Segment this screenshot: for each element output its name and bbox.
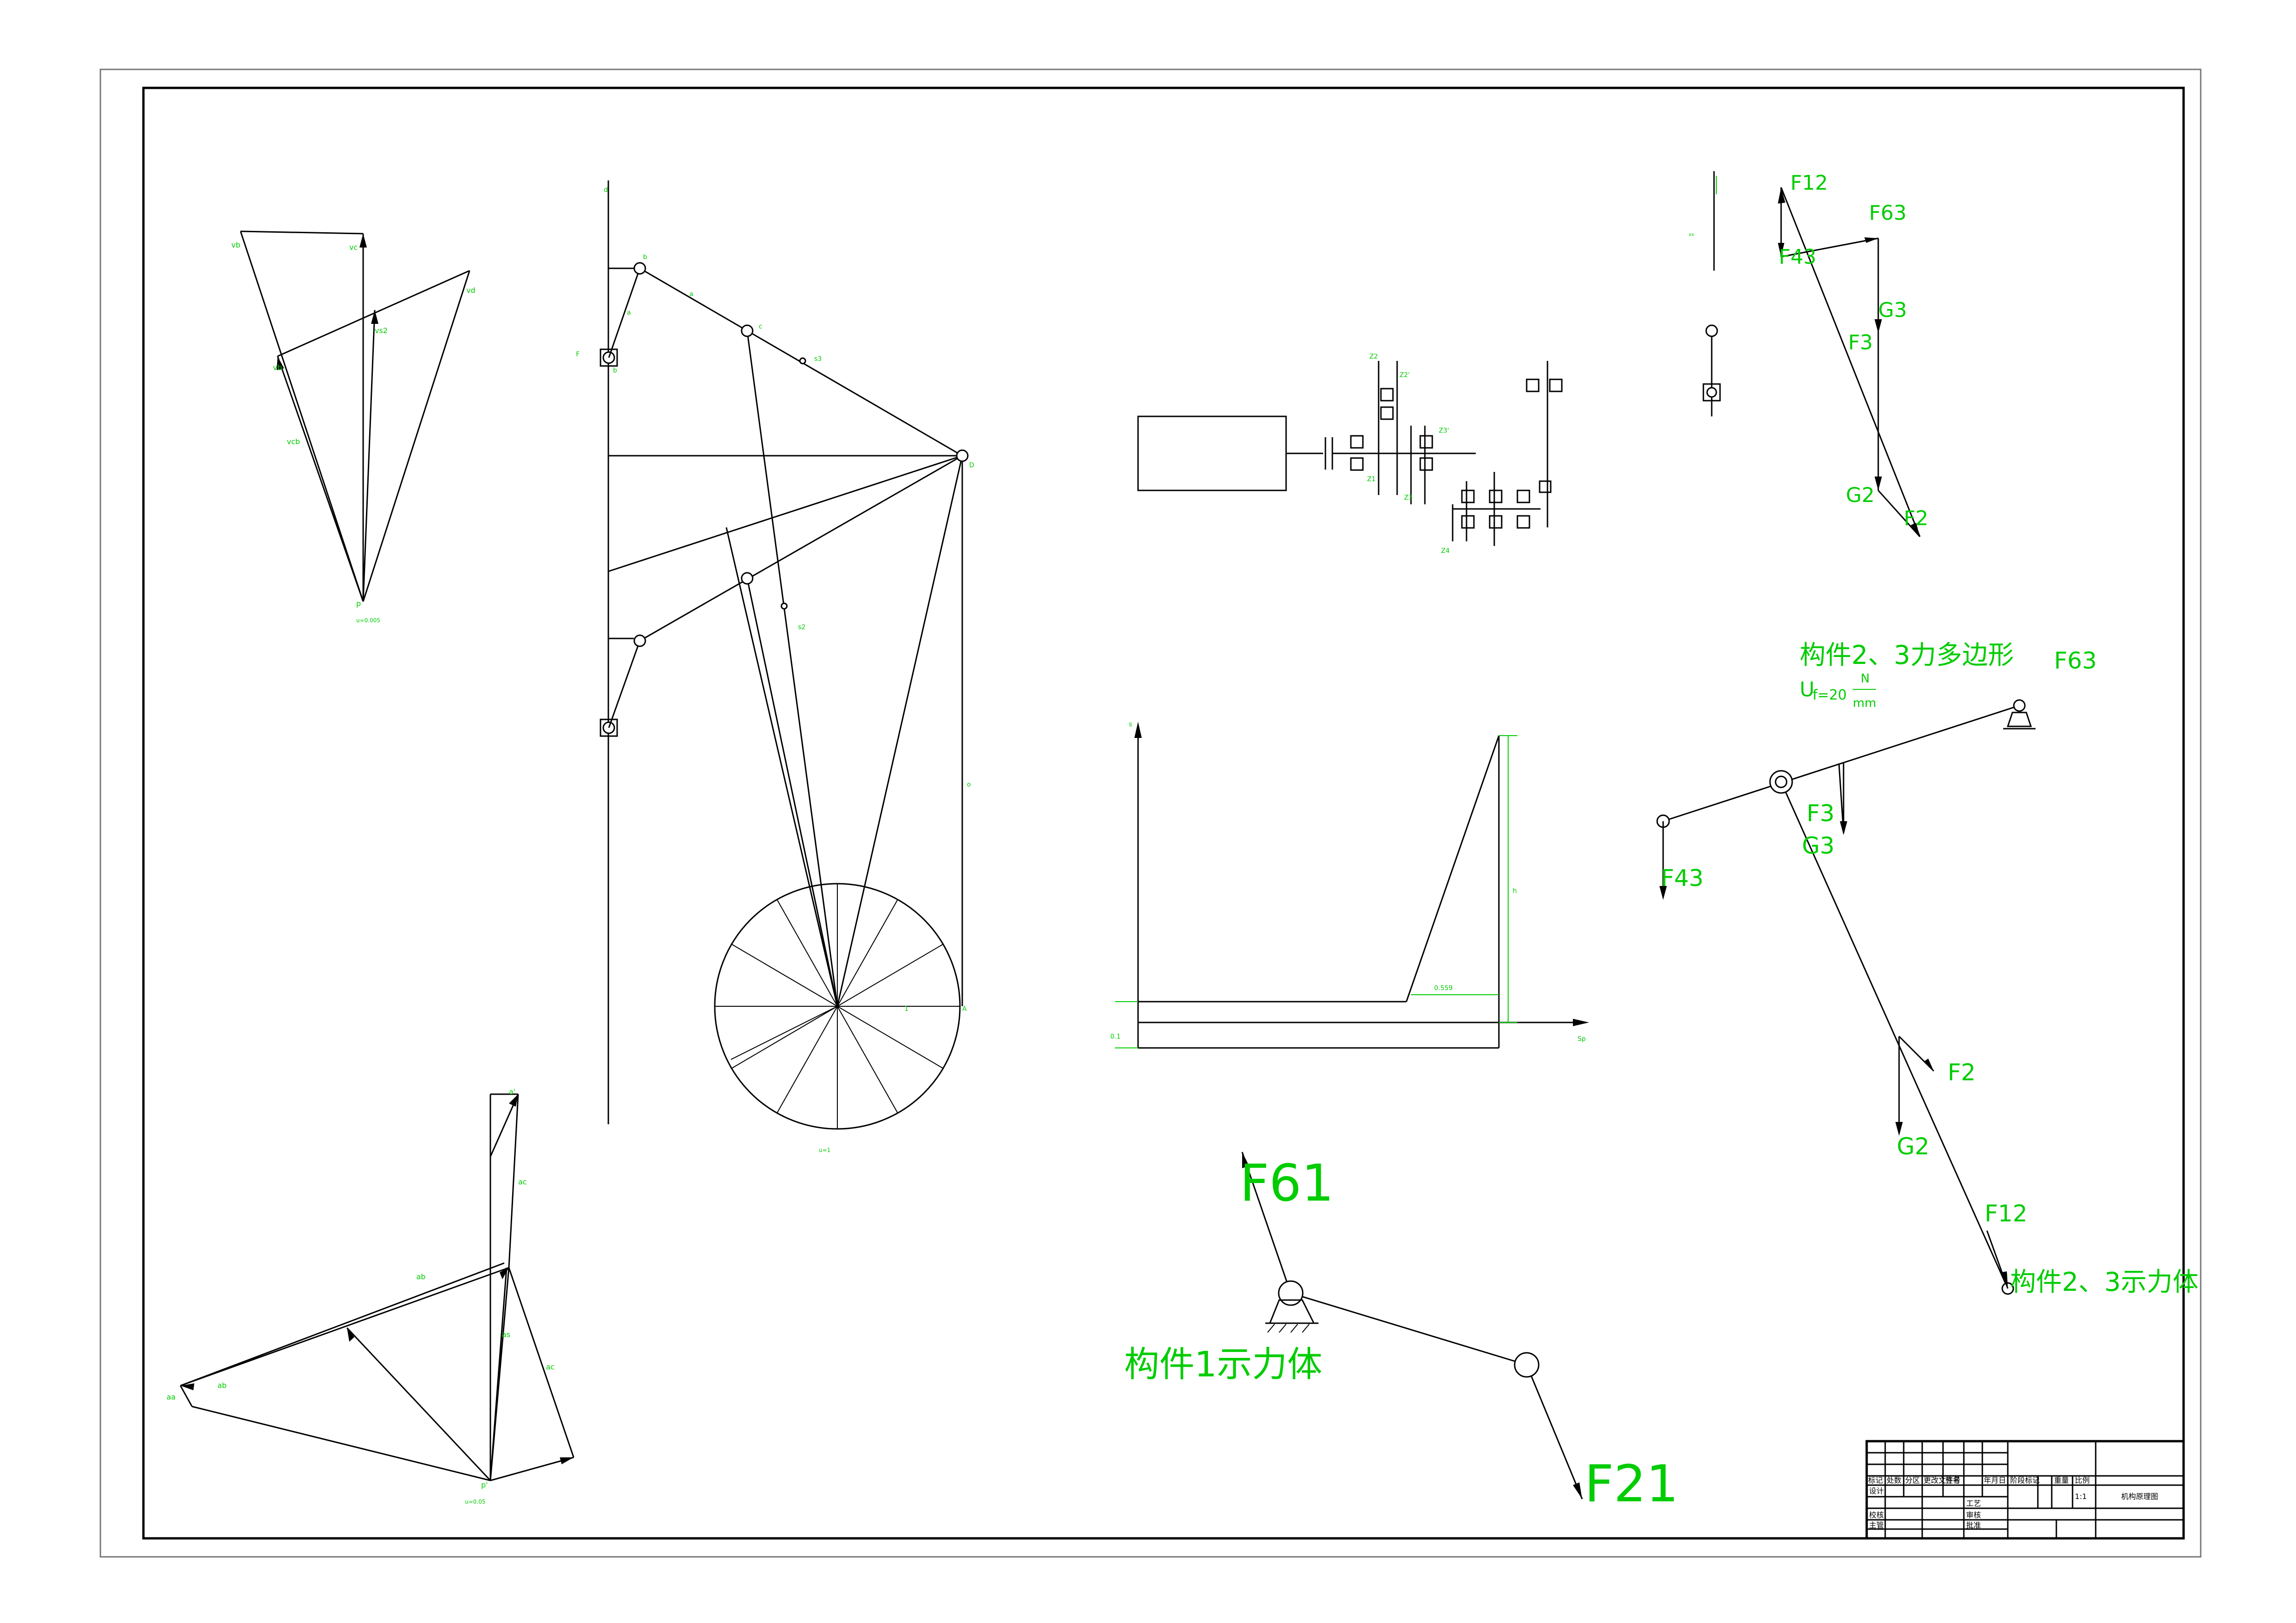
scale-den: mm — [1853, 696, 1876, 710]
svg-text:vs2: vs2 — [375, 326, 388, 335]
svg-text:b: b — [613, 367, 617, 374]
svg-text:A: A — [962, 1005, 967, 1013]
outer-frame — [99, 68, 2202, 1558]
polygon-title: 构件2、3力多边形 — [1800, 640, 2014, 670]
inner-frame — [142, 87, 2185, 1540]
scale-num: N — [1861, 672, 1869, 686]
title-col-scale: 比例 — [2075, 1476, 2090, 1485]
label-G3-polygon: G3 — [1878, 298, 1907, 322]
svg-text:h: h — [1513, 887, 1517, 895]
svg-text:Z2': Z2' — [1399, 372, 1410, 379]
title-role-right-2: 批准 — [1966, 1521, 1981, 1530]
svg-text:ac: ac — [546, 1363, 555, 1371]
polygon-title-group: 构件2、3力多边形 U f=20 N mm — [1800, 640, 2014, 710]
svg-text:s: s — [1129, 721, 1132, 728]
free-body-1-title: 构件1示力体 — [1124, 1344, 1322, 1385]
title-scale-value: 1:1 — [2075, 1492, 2087, 1501]
title-role-2: 主管 — [1869, 1521, 1884, 1530]
title-role-right-0: 工艺 — [1966, 1499, 1981, 1508]
svg-text:Z1: Z1 — [1367, 476, 1376, 483]
title-col-stage: 阶段标记 — [2010, 1476, 2040, 1485]
label-F61: F61 — [1240, 1153, 1334, 1213]
svg-text:vb: vb — [231, 241, 241, 249]
svg-text:vb: vb — [273, 363, 282, 372]
free-body-23: F63 F3 G3 F43 F2 G2 F12 构件2、3示力体 — [1656, 647, 2198, 1297]
svg-text:d: d — [604, 186, 608, 194]
label-F63-body: F63 — [2054, 647, 2097, 674]
drawing-name: 机构原理图 — [2121, 1492, 2158, 1501]
svg-text:as: as — [502, 1330, 510, 1339]
svg-text:a': a' — [509, 1087, 515, 1096]
label-G3-body: G3 — [1802, 832, 1835, 859]
free-body-1: F61 F21 构件1示力体 — [1124, 1152, 1678, 1513]
svg-text:Z3: Z3 — [1404, 494, 1413, 502]
title-header-5: 年月日 — [1984, 1476, 2006, 1485]
title-header-1: 处数 — [1887, 1476, 1901, 1485]
title-header-2: 分区 — [1905, 1476, 1920, 1485]
label-G2-polygon: G2 — [1846, 483, 1875, 507]
velocity-polygon: vb vc vd vb vs2 vcb p u=0.005 — [231, 230, 476, 624]
gear-train: Z2 Z2' Z1 Z3 Z3' Z4 — [1137, 353, 1563, 555]
svg-text:Z4: Z4 — [1441, 547, 1450, 555]
title-header-0: 标记 — [1868, 1476, 1883, 1485]
label-F2-polygon: F2 — [1904, 507, 1928, 530]
title-role-1: 校核 — [1869, 1511, 1884, 1519]
svg-text:p: p — [356, 599, 361, 608]
title-header-3: 更改文件号 — [1924, 1476, 1961, 1485]
mechanism-diagram: d b a a c s3 F b D s2 o 1 A u=1 — [576, 180, 974, 1153]
scale-u: U — [1800, 678, 1814, 701]
svg-text:vcb: vcb — [287, 437, 300, 446]
svg-text:u=0.05: u=0.05 — [465, 1499, 485, 1505]
svg-text:1: 1 — [904, 1005, 909, 1013]
label-F43-body: F43 — [1661, 865, 1703, 892]
title-col-weight: 重量 — [2054, 1476, 2069, 1485]
label-F43-polygon: F43 — [1779, 245, 1816, 269]
label-F12-polygon: F12 — [1790, 171, 1828, 195]
svg-text:ab: ab — [217, 1381, 227, 1390]
label-F2-body: F2 — [1948, 1059, 1976, 1086]
svg-text:ac: ac — [518, 1177, 527, 1186]
svg-text:a: a — [689, 291, 693, 298]
label-F12-body: F12 — [1985, 1200, 2027, 1227]
svg-text:aa: aa — [167, 1393, 176, 1401]
title-block: 阶段标记 重量 比例 1:1 机构原理图 标记 处数 分区 更改文件号 签名 年… — [1865, 1440, 2185, 1540]
title-role-right-1: 审核 — [1966, 1511, 1981, 1519]
svg-text:Z3': Z3' — [1439, 427, 1449, 434]
svg-text:0.1: 0.1 — [1110, 1033, 1120, 1041]
cam-chart: s Sp h 0.559 0.1 — [1110, 721, 1589, 1049]
svg-text:c: c — [759, 323, 762, 330]
acceleration-polygon: a' ac ab ac as ab aa p' u=0.05 — [167, 1087, 575, 1505]
scale-f: f=20 — [1813, 687, 1847, 703]
small-sketches: xx — [1689, 171, 1721, 416]
svg-text:Z2: Z2 — [1369, 353, 1378, 360]
label-G2-body: G2 — [1897, 1133, 1930, 1160]
svg-text:p': p' — [481, 1481, 488, 1489]
svg-text:ab: ab — [416, 1272, 426, 1281]
svg-text:D: D — [969, 462, 974, 469]
svg-text:Sp: Sp — [1578, 1035, 1586, 1043]
svg-text:b: b — [643, 254, 647, 261]
svg-text:o: o — [967, 781, 971, 788]
svg-text:vd: vd — [466, 286, 476, 295]
svg-text:xx: xx — [1689, 232, 1694, 237]
force-polygon: F12 F63 F43 G3 F3 G2 F2 — [1778, 171, 1928, 538]
svg-text:u=1: u=1 — [819, 1147, 830, 1153]
svg-text:F: F — [576, 351, 580, 358]
svg-text:s2: s2 — [798, 624, 805, 631]
svg-text:0.559: 0.559 — [1434, 985, 1453, 992]
label-F3-polygon: F3 — [1848, 331, 1873, 354]
title-role-0: 设计 — [1869, 1487, 1884, 1495]
label-F63-polygon: F63 — [1869, 201, 1906, 225]
svg-text:s3: s3 — [814, 355, 822, 363]
label-F3-body: F3 — [1807, 800, 1835, 827]
svg-text:vc: vc — [349, 243, 358, 252]
title-header-4: 签名 — [1945, 1476, 1960, 1485]
svg-text:a: a — [627, 309, 631, 316]
label-F21: F21 — [1584, 1454, 1678, 1513]
svg-text:u=0.005: u=0.005 — [356, 617, 380, 624]
free-body-23-title: 构件2、3示力体 — [2010, 1267, 2198, 1297]
